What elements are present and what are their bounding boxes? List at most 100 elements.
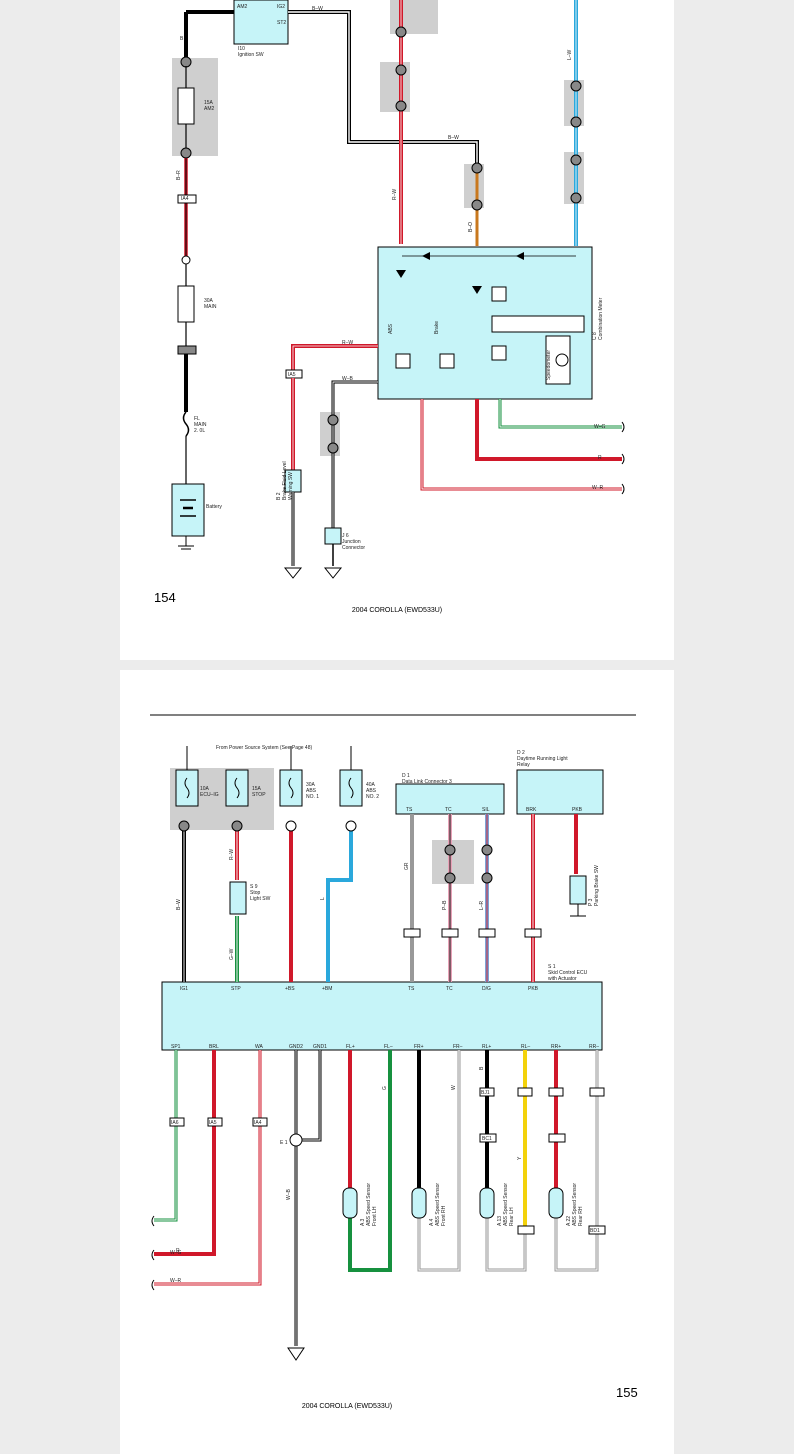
wire-label-w-r: W–R [170, 1278, 182, 1284]
label-brake: Brake [434, 321, 440, 334]
wire-label-g: G [382, 1086, 388, 1090]
wire-l [326, 826, 353, 982]
wire-fr [417, 1050, 461, 1272]
wire-label-l-w: L–W [567, 49, 573, 60]
label-ig2: IG2 [277, 4, 285, 10]
ecu-pin-fr-minus: FR– [453, 1044, 463, 1050]
ecu-pin-gnd2: GND2 [289, 1044, 303, 1050]
wire-fl [348, 1050, 392, 1272]
wire-rr [554, 1050, 599, 1272]
connectors-top [178, 820, 542, 938]
pin [180, 56, 192, 68]
battery [171, 483, 205, 537]
abs-sensor-front-lh [342, 1187, 358, 1219]
connector-label-bj1: BJ1 [481, 1090, 490, 1096]
ecu-pin-bm: +BM [322, 986, 332, 992]
wire-label-r-w-left: R–W [342, 340, 353, 346]
wire-label-g-w: G–W [229, 948, 235, 960]
page-number: 155 [616, 1385, 638, 1400]
wire-w-g [498, 399, 622, 429]
ecu-pin-fl-plus: FL+ [346, 1044, 355, 1050]
manual-page-155: From Power Source System (See Page 48) [120, 670, 674, 1454]
dlc-pin-ts: TS [406, 807, 413, 813]
wire-w-b [302, 1050, 322, 1142]
wire-r [154, 1050, 216, 1256]
label-e1: E 1 [280, 1140, 288, 1146]
page-number: 154 [154, 590, 176, 605]
wire-label-l: L [320, 897, 326, 900]
wire-label-b-w-mid: B–W [448, 135, 459, 141]
page-footer: 2004 COROLLA (EWD533U) [301, 1403, 393, 1410]
abs-sensor-front-rh [411, 1187, 427, 1219]
wire-w-r [420, 399, 622, 491]
ignition-switch [233, 0, 289, 45]
fusible-link [182, 411, 190, 437]
wire-label-w-g: W–G [170, 1250, 182, 1256]
label-sensor-fl: A 3ABS Speed SensorFront LH [360, 1183, 378, 1226]
label-parking-sw: P 3Parking Brake SW [588, 865, 600, 906]
pin [180, 147, 192, 159]
label-sensor-fr: A 4ABS Speed SensorFront RH [429, 1183, 447, 1226]
fuse-main [177, 285, 195, 323]
ecu-pin-wa: WA [255, 1044, 264, 1050]
label-battery: Battery [206, 504, 222, 510]
ecu-pin-sp1: SP1 [171, 1044, 181, 1050]
wire-w-r [154, 1050, 262, 1286]
label-from-power: From Power Source System (See Page 48) [216, 745, 312, 751]
label-combination-meter: C 8Combination Meter [592, 297, 604, 340]
drl-pin-pkb: PKB [572, 807, 583, 813]
abs-sensor-rear-lh [479, 1187, 495, 1219]
wire-label-b-w: B–W [176, 899, 182, 910]
wire-label-w-b: W–B [342, 376, 354, 382]
data-link-connector [395, 783, 505, 815]
wire-label-r-w: R–W [229, 849, 235, 860]
wire-r [475, 399, 622, 461]
dlc-pin-tc: TC [445, 807, 452, 813]
wire-label-b-r: B–R [176, 170, 182, 180]
fuse-am2 [177, 87, 195, 125]
label-st2: ST2 [277, 20, 286, 26]
ecu-pin-stp: STP [231, 986, 241, 992]
wire-label-r: R [176, 1248, 180, 1254]
label-abs: ABS [388, 323, 394, 334]
label-brake-fluid: B 2Brake Fluid LevelWarning SW [276, 461, 294, 500]
label-sensor-rl: A 13ABS Speed SensorRear LH [497, 1183, 515, 1226]
ecu-pin-fr-plus: FR+ [414, 1044, 424, 1050]
wire-label-p-b: P–B [442, 900, 448, 910]
ecu-pin-ig1: IG1 [180, 986, 188, 992]
label-am2: AM2 [237, 4, 248, 10]
wire-label-r-w: R–W [392, 189, 398, 200]
dlc-pin-sil: SIL [482, 807, 490, 813]
connector-label-ia4: IA4 [181, 196, 189, 202]
junction-connector [324, 527, 342, 545]
ecu-pin-ts: TS [408, 986, 415, 992]
parking-brake-switch [569, 875, 587, 905]
wire-label-y: Y [517, 1156, 523, 1160]
ecu-pin-bs: +BS [285, 986, 295, 992]
ecu-pin-gnd1: GND1 [313, 1044, 327, 1050]
wire-label-w-r: W–R [592, 485, 604, 491]
drl-pin-brk: BRK [526, 807, 537, 813]
wire-label-gr: GR [404, 862, 410, 870]
label-speedometer: Speedometer [546, 350, 552, 380]
wire-label-w: W [451, 1085, 457, 1090]
ecu-pin-tc: TC [446, 986, 453, 992]
connector-label-ia4: IA4 [254, 1120, 262, 1126]
wire-label-b-w-top: B–W [312, 6, 323, 12]
wire-b-w-stripe [288, 11, 478, 164]
connector-label-ia6: IA6 [171, 1120, 179, 1126]
abs-sensor-rear-rh [548, 1187, 564, 1219]
ecu-pin-fl-minus: FL– [384, 1044, 393, 1050]
